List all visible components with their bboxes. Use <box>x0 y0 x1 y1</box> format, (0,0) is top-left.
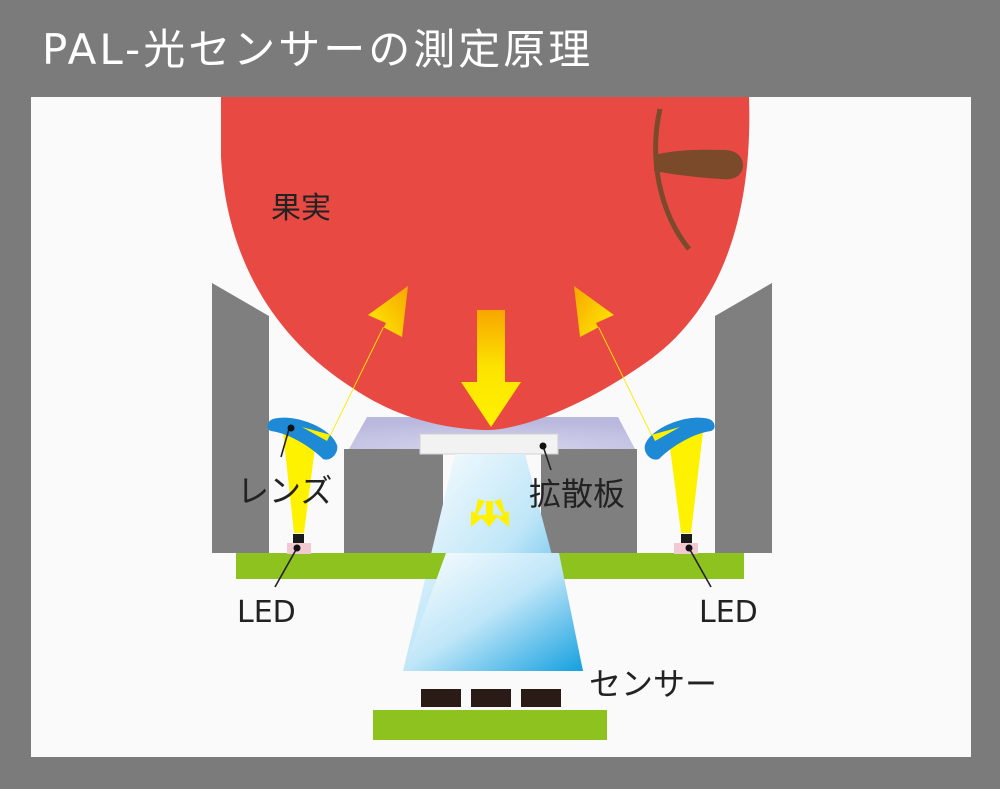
label-sensor: センサー <box>589 665 717 703</box>
page-title: PAL-光センサーの測定原理 <box>42 25 594 74</box>
housing-left-wall <box>212 283 269 553</box>
label-fruit: 果実 <box>271 191 331 226</box>
housing-center-left <box>344 449 443 553</box>
leader-led-left <box>274 547 298 588</box>
sensor-chip-1 <box>421 689 461 707</box>
lens-right <box>644 417 715 460</box>
beam-right-up-arrow <box>574 286 680 441</box>
sensor-chip-3 <box>521 689 561 707</box>
fruit-stem <box>654 149 743 180</box>
diffuser-plate <box>419 433 559 455</box>
label-lens: レンズ <box>237 472 332 510</box>
beam-right-led-to-lens <box>668 432 703 533</box>
housing-right-wall <box>715 283 772 553</box>
lens-left <box>267 417 338 460</box>
beam-left-up-arrow <box>302 286 408 441</box>
label-led-right: LED <box>699 595 758 630</box>
sensor-light-cone-lower <box>403 553 583 671</box>
beam-down-arrow <box>461 310 521 427</box>
sensor-chip-2 <box>471 689 511 707</box>
sensor-circuit-board <box>373 710 607 740</box>
beam-left-led-to-lens <box>283 432 317 533</box>
housing-center-right <box>541 449 637 553</box>
cone-arrows-top <box>471 499 509 527</box>
leader-lens-dot <box>287 424 295 432</box>
leader-diffuser <box>542 445 552 471</box>
label-diffuser: 拡散板 <box>529 475 625 513</box>
leader-led-right <box>688 547 712 588</box>
measurement-diagram: 果実 レンズ 拡散板 LED LED センサー <box>212 97 772 740</box>
leader-led-right-dot <box>685 544 693 552</box>
label-led-left: LED <box>237 595 296 630</box>
fruit <box>221 97 750 430</box>
led-left-chip <box>293 534 304 543</box>
leader-led-left-dot <box>293 544 301 552</box>
leader-diffuser-dot <box>539 442 547 450</box>
leader-lens <box>280 428 290 458</box>
diagram-panel: 果実 レンズ 拡散板 LED LED センサー <box>31 97 971 757</box>
led-right-chip <box>681 534 692 543</box>
